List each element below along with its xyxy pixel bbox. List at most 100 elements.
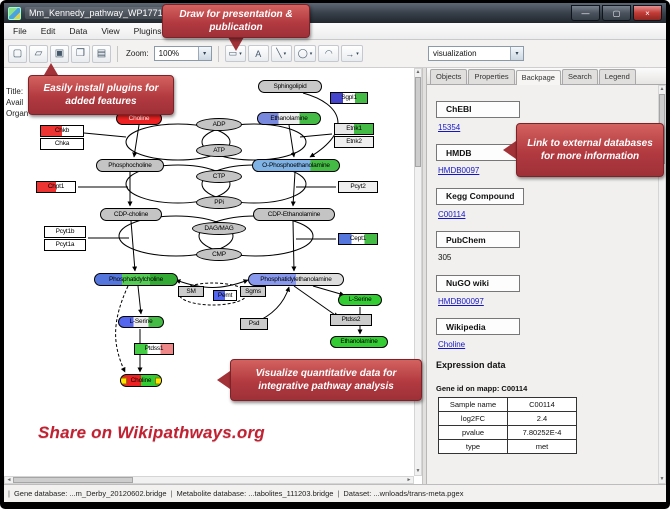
scroll-down-icon[interactable]: ▼	[415, 468, 421, 474]
node-sm[interactable]: SM	[178, 286, 204, 297]
node-chkb[interactable]: Chkb	[40, 125, 84, 137]
new-file-icon[interactable]: ▢	[8, 44, 27, 63]
chevron-down-icon: ▾	[239, 50, 242, 57]
node-ppi[interactable]: PPi	[196, 196, 242, 209]
tab-objects[interactable]: Objects	[430, 69, 468, 84]
node-chka[interactable]: Chka	[40, 138, 84, 150]
chevron-down-icon: ▾	[510, 47, 523, 60]
node-etnk2[interactable]: Etnk2	[334, 136, 374, 148]
scroll-up-icon[interactable]: ▲	[415, 69, 421, 75]
pathway-canvas[interactable]: Title: Avail Organ	[4, 68, 422, 484]
node-dag-mag[interactable]: DAG/MAG	[192, 222, 246, 235]
node-ptdss1[interactable]: Ptdss1	[134, 343, 174, 355]
node-cept1[interactable]: Cept1	[338, 233, 378, 245]
canvas-horizontal-scrollbar[interactable]: ◄ ►	[4, 476, 414, 484]
node-phosphocholine[interactable]: Phosphocholine	[96, 159, 164, 172]
xref-header-chebi: ChEBI	[436, 100, 520, 118]
node-etnk1[interactable]: Etnk1	[334, 123, 374, 135]
xref-header-pubchem: PubChem	[436, 231, 520, 248]
label-tool-button[interactable]: A	[247, 45, 269, 62]
node-psd[interactable]: Psd	[240, 318, 268, 330]
tab-backpage[interactable]: Backpage	[515, 70, 561, 85]
callout-draw: Draw for presentation & publication	[162, 4, 310, 38]
tab-legend[interactable]: Legend	[598, 69, 636, 84]
selection-handle[interactable]	[155, 377, 161, 384]
node-l-serine-right[interactable]: L-Serine	[338, 294, 382, 306]
node-chpt1[interactable]: Chpt1	[36, 181, 76, 193]
node-sgpl1[interactable]: Sgpl1	[330, 92, 368, 104]
zoom-value: 100%	[158, 49, 180, 58]
node-pcyt1a[interactable]: Pcyt1a	[44, 239, 86, 251]
node-sphingolipid[interactable]: Sphingolipid	[258, 80, 322, 93]
scroll-down-icon[interactable]: ▼	[659, 476, 665, 482]
chevron-down-icon: ▾	[283, 50, 287, 57]
node-pcyt1b[interactable]: Pcyt1b	[44, 226, 86, 238]
node-o-phosphoethanolamine[interactable]: O-Phosphoethanolamine	[252, 159, 340, 172]
menu-item-edit[interactable]: Edit	[40, 26, 56, 36]
scrollbar-thumb[interactable]	[13, 477, 133, 483]
status-separator: |	[337, 489, 340, 498]
node-cdp-ethanolamine[interactable]: CDP-Ethanolamine	[253, 208, 335, 221]
expression-data-title: Expression data	[436, 360, 506, 370]
panel-splitter[interactable]	[422, 68, 426, 484]
xref-value-hmdb[interactable]: HMDB0097	[438, 166, 480, 175]
save-file-icon[interactable]: ▣	[50, 44, 69, 63]
close-button[interactable]: ×	[633, 5, 662, 21]
toolbar-separator	[217, 45, 219, 62]
callout-link-arrow-icon	[503, 141, 516, 159]
node-pemt[interactable]: Pemt	[213, 290, 237, 301]
paste-icon[interactable]: ▤	[92, 44, 111, 63]
node-ethanolamine-bottom[interactable]: Ethanolamine	[330, 336, 388, 348]
zoom-combo[interactable]: 100% ▾	[153, 46, 212, 61]
menu-item-file[interactable]: File	[13, 26, 27, 36]
selection-handle[interactable]	[121, 377, 127, 384]
xref-value-wikipedia[interactable]: Choline	[438, 340, 466, 349]
xref-value-kegg-compound[interactable]: C00114	[438, 209, 466, 219]
scroll-left-icon[interactable]: ◄	[6, 477, 12, 483]
line-tool-button[interactable]: ╲▾	[270, 45, 292, 62]
interaction-tool-button[interactable]: →▾	[341, 45, 363, 62]
scroll-right-icon[interactable]: ►	[406, 477, 412, 483]
expr-label-cell: log2FC	[438, 411, 508, 426]
visualization-combo[interactable]: visualization ▾	[428, 46, 524, 61]
scroll-up-icon[interactable]: ▲	[659, 86, 665, 92]
tab-search[interactable]: Search	[561, 69, 598, 84]
node-pcyt2[interactable]: Pcyt2	[338, 181, 378, 193]
tab-properties[interactable]: Properties	[468, 69, 515, 84]
menu-item-view[interactable]: View	[101, 26, 120, 36]
copy-icon[interactable]: ❐	[71, 44, 90, 63]
node-adp[interactable]: ADP	[196, 118, 242, 131]
xref-value-chebi[interactable]: 15354	[438, 122, 461, 132]
scrollbar-thumb[interactable]	[415, 77, 421, 167]
canvas-vertical-scrollbar[interactable]: ▲ ▼	[414, 68, 422, 476]
interaction-tool-icon: →	[345, 48, 355, 59]
node-ethanolamine[interactable]: Ethanolamine	[257, 112, 321, 125]
shape-tool-button[interactable]: ◯▾	[293, 45, 317, 62]
node-atp[interactable]: ATP	[196, 144, 242, 157]
titlebar[interactable]: Mm_Kennedy_pathway_WP1771_45176.gpml —▢×	[4, 3, 666, 23]
node-phosphatidylcholine[interactable]: Phosphatidylcholine	[94, 273, 178, 286]
node-cdp-choline[interactable]: CDP-choline	[100, 208, 162, 221]
node-l-serine-left[interactable]: L-Serine	[118, 316, 164, 328]
node-sgms[interactable]: Sgms	[240, 286, 266, 297]
node-choline-bottom[interactable]: Choline	[120, 374, 162, 387]
menu-item-data[interactable]: Data	[69, 26, 88, 36]
label-tool-icon: A	[255, 48, 262, 59]
maximize-button[interactable]: ▢	[602, 5, 631, 21]
xref-value-pubchem: 305	[438, 253, 452, 262]
node-cmp[interactable]: CMP	[196, 248, 242, 261]
menu-item-plugins[interactable]: Plugins	[133, 26, 162, 36]
node-phosphatidylethanolamine[interactable]: Phosphatidylethanolamine	[248, 273, 344, 286]
xref-value-nugo-wiki[interactable]: HMDB00097	[438, 296, 484, 306]
arc-tool-button[interactable]: ◠	[318, 45, 340, 62]
node-ctp[interactable]: CTP	[196, 170, 242, 183]
node-ptdss2[interactable]: Ptdss2	[330, 314, 372, 326]
minimize-button[interactable]: —	[571, 5, 600, 21]
xref-header-nugo-wiki: NuGO wiki	[436, 274, 520, 292]
open-file-icon[interactable]: ▱	[29, 44, 48, 63]
